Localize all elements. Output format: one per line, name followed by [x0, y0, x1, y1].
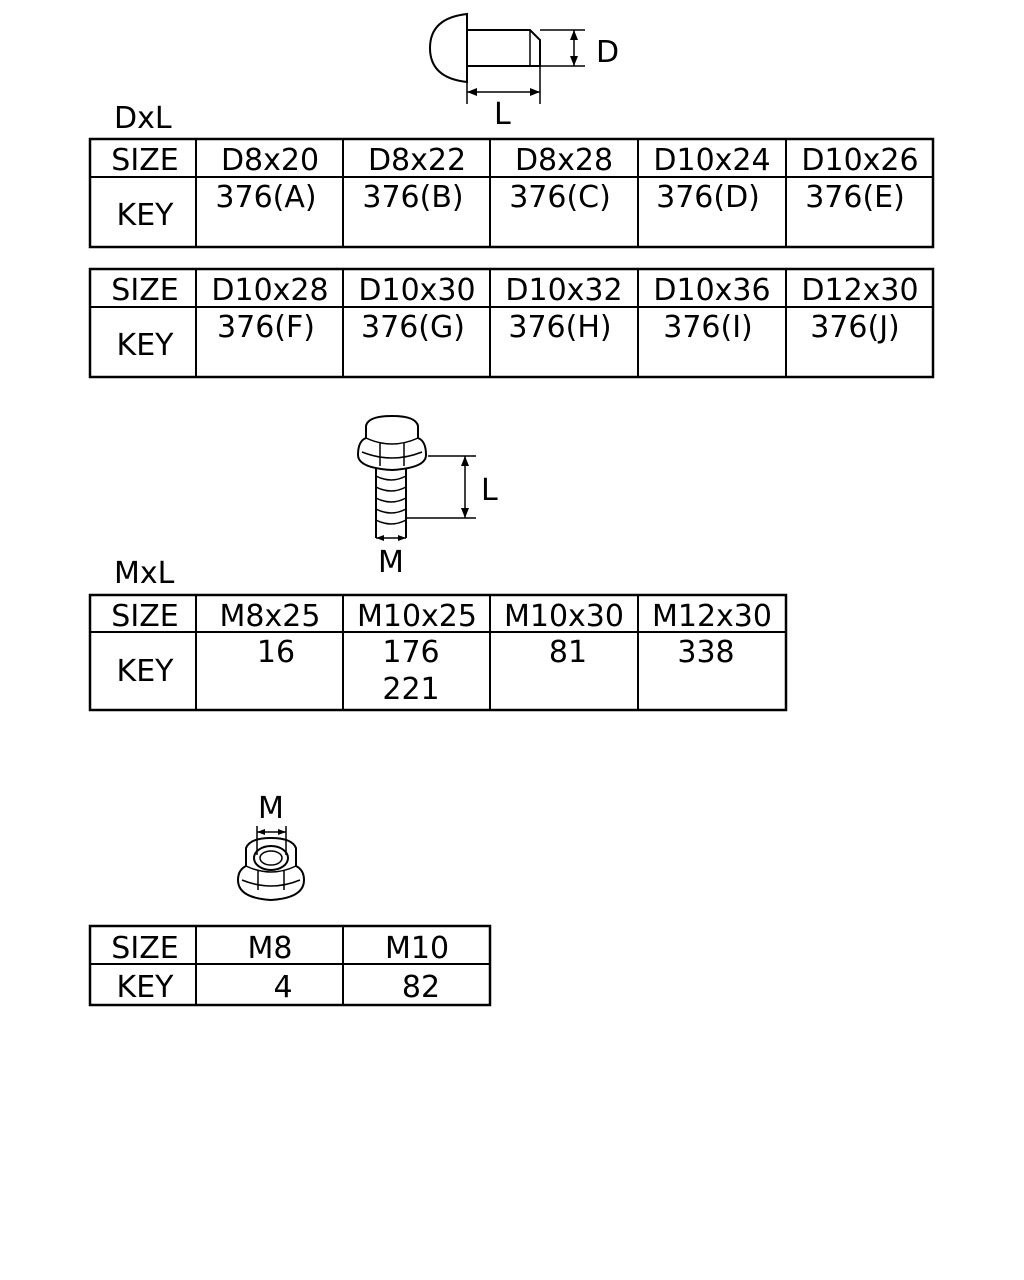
key-header: KEY [117, 654, 175, 689]
size-cell: D10x28 [211, 273, 328, 308]
key-cell: 81 [549, 635, 587, 670]
rivet-dimension-d-label: D [596, 35, 619, 70]
rivet-head [428, 12, 468, 84]
flange-nut-illustration: M [236, 791, 306, 902]
key-cell: 376(H) [508, 310, 611, 345]
size-cell: M10x30 [504, 599, 624, 634]
size-cell: D10x36 [653, 273, 770, 308]
nut-size-table: SIZE KEY M8 M10 4 82 [88, 924, 492, 1007]
nut-hole [253, 845, 289, 871]
key-header: KEY [117, 198, 175, 233]
size-header: SIZE [111, 143, 178, 178]
key-cell: 376(D) [656, 180, 760, 215]
size-cell: D12x30 [801, 273, 918, 308]
key-cell: 82 [402, 970, 440, 1005]
key-header: KEY [117, 970, 175, 1005]
size-cell: M12x30 [652, 599, 772, 634]
bolt-size-table: SIZE KEY M8x25 M10x25 M10x30 M12x30 16 1… [88, 593, 788, 712]
bolt-dimension-m-label: M [378, 545, 404, 580]
size-header: SIZE [111, 599, 178, 634]
rivet-table-caption: DxL [114, 101, 172, 136]
size-header: SIZE [111, 931, 178, 966]
key-cell: 16 [257, 635, 295, 670]
size-header: SIZE [111, 273, 178, 308]
size-cell: D8x22 [368, 143, 466, 178]
key-cell: 376(E) [805, 180, 905, 215]
rivet-size-table-1: SIZE KEY D8x20 D8x22 D8x28 D10x24 D10x26… [88, 137, 935, 249]
size-cell: M10 [385, 931, 449, 966]
bolt-table-caption: MxL [114, 556, 175, 591]
rivet-illustration: D L [428, 12, 619, 132]
key-cell: 376(A) [215, 180, 316, 215]
key-cell: 376(G) [361, 310, 465, 345]
key-cell: 376(B) [362, 180, 463, 215]
key-header: KEY [117, 328, 175, 363]
size-cell: D10x24 [653, 143, 770, 178]
bolt-shank [375, 468, 407, 538]
bolt-dimension-l-label: L [481, 473, 498, 508]
rivet-dimension-l-label: L [494, 97, 511, 132]
rivet-size-table-2: SIZE KEY D10x28 D10x30 D10x32 D10x36 D12… [88, 267, 935, 379]
nut-body [236, 836, 306, 902]
rivet-shank [467, 29, 541, 67]
size-cell: M10x25 [357, 599, 477, 634]
flange-bolt-illustration: L M [356, 414, 498, 580]
nut-dimension-m-label: M [258, 791, 284, 826]
key-cell: 376(J) [810, 310, 900, 345]
key-cell: 376(F) [217, 310, 315, 345]
size-cell: M8x25 [220, 599, 321, 634]
key-cell: 176 [382, 635, 439, 670]
size-cell: M8 [248, 931, 293, 966]
bolt-head [356, 414, 428, 472]
size-cell: D10x32 [505, 273, 622, 308]
key-cell: 221 [382, 672, 439, 707]
size-cell: D8x20 [221, 143, 319, 178]
size-cell: D8x28 [515, 143, 613, 178]
key-cell: 376(C) [509, 180, 611, 215]
key-cell: 376(I) [663, 310, 753, 345]
key-cell: 338 [677, 635, 734, 670]
key-cell: 4 [273, 970, 292, 1005]
size-cell: D10x26 [801, 143, 918, 178]
size-cell: D10x30 [358, 273, 475, 308]
